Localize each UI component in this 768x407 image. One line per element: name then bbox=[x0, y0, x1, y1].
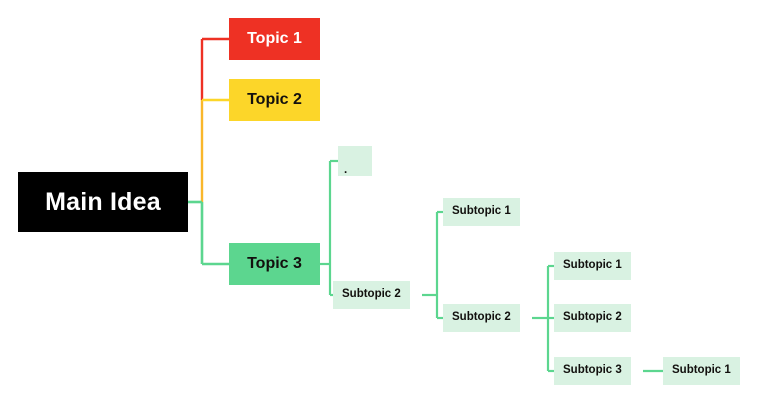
node-dot-label: . bbox=[344, 163, 348, 176]
node-subtopic-3-level4[interactable]: Subtopic 3 bbox=[554, 357, 631, 385]
node-main-idea-label: Main Idea bbox=[45, 187, 161, 216]
node-subtopic-1-level3[interactable]: Subtopic 1 bbox=[443, 198, 520, 226]
node-topic-2[interactable]: Topic 2 bbox=[229, 79, 320, 121]
node-topic-2-label: Topic 2 bbox=[247, 91, 302, 108]
node-topic-1-label: Topic 1 bbox=[247, 30, 302, 47]
node-topic-3-label: Topic 3 bbox=[247, 255, 302, 272]
node-subtopic-2-level2[interactable]: Subtopic 2 bbox=[333, 281, 410, 309]
node-subtopic-2-level4-label: Subtopic 2 bbox=[563, 311, 622, 324]
node-subtopic-1-level4[interactable]: Subtopic 1 bbox=[554, 252, 631, 280]
node-subtopic-2-level3[interactable]: Subtopic 2 bbox=[443, 304, 520, 332]
node-dot[interactable]: . bbox=[338, 146, 372, 176]
node-subtopic-1-level3-label: Subtopic 1 bbox=[452, 205, 511, 218]
node-subtopic-1-level4-label: Subtopic 1 bbox=[563, 259, 622, 272]
node-main-idea[interactable]: Main Idea bbox=[18, 172, 188, 232]
node-subtopic-2-level4[interactable]: Subtopic 2 bbox=[554, 304, 631, 332]
node-subtopic-1-level5[interactable]: Subtopic 1 bbox=[663, 357, 740, 385]
node-subtopic-2-level3-label: Subtopic 2 bbox=[452, 311, 511, 324]
node-topic-1[interactable]: Topic 1 bbox=[229, 18, 320, 60]
node-topic-3[interactable]: Topic 3 bbox=[229, 243, 320, 285]
node-subtopic-3-level4-label: Subtopic 3 bbox=[563, 364, 622, 377]
node-subtopic-2-level2-label: Subtopic 2 bbox=[342, 288, 401, 301]
node-subtopic-1-level5-label: Subtopic 1 bbox=[672, 364, 731, 377]
